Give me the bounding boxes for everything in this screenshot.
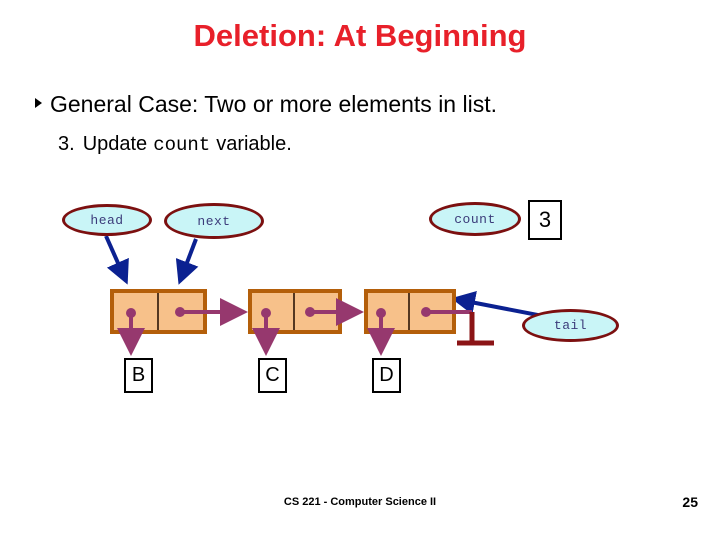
pointer-label-tail: tail <box>522 309 619 342</box>
pointer-label-count: count <box>429 202 521 236</box>
triangle-bullet-icon <box>33 98 46 111</box>
subpoint-suffix: variable. <box>216 133 292 155</box>
pointer-label-head: head <box>62 204 152 236</box>
pointer-label-next: next <box>164 203 264 239</box>
count-value-box: 3 <box>528 200 562 240</box>
head-pointer-arrow <box>104 235 129 285</box>
node-data-box-c: C <box>258 358 287 393</box>
page-number: 25 <box>682 494 698 510</box>
list-node-2 <box>364 289 472 356</box>
subpoint-number: 3. <box>58 133 75 155</box>
list-node-1 <box>248 289 364 356</box>
page-title: Deletion: At Beginning <box>193 18 527 53</box>
subpoint-prefix: Update <box>82 133 148 155</box>
next-pointer-arrow <box>175 238 199 285</box>
subpoint-row: 3. Update count variable. <box>58 133 292 156</box>
list-node-0 <box>110 289 248 356</box>
subpoint-code: count <box>153 134 211 156</box>
node-data-box-d: D <box>372 358 401 393</box>
bullet-text: General Case: Two or more elements in li… <box>50 91 497 117</box>
null-ground-symbol <box>457 312 494 346</box>
node-data-box-b: B <box>124 358 153 393</box>
footer-course-label: CS 221 - Computer Science II <box>283 496 437 508</box>
bullet-row: General Case: Two or more elements in li… <box>33 92 703 117</box>
